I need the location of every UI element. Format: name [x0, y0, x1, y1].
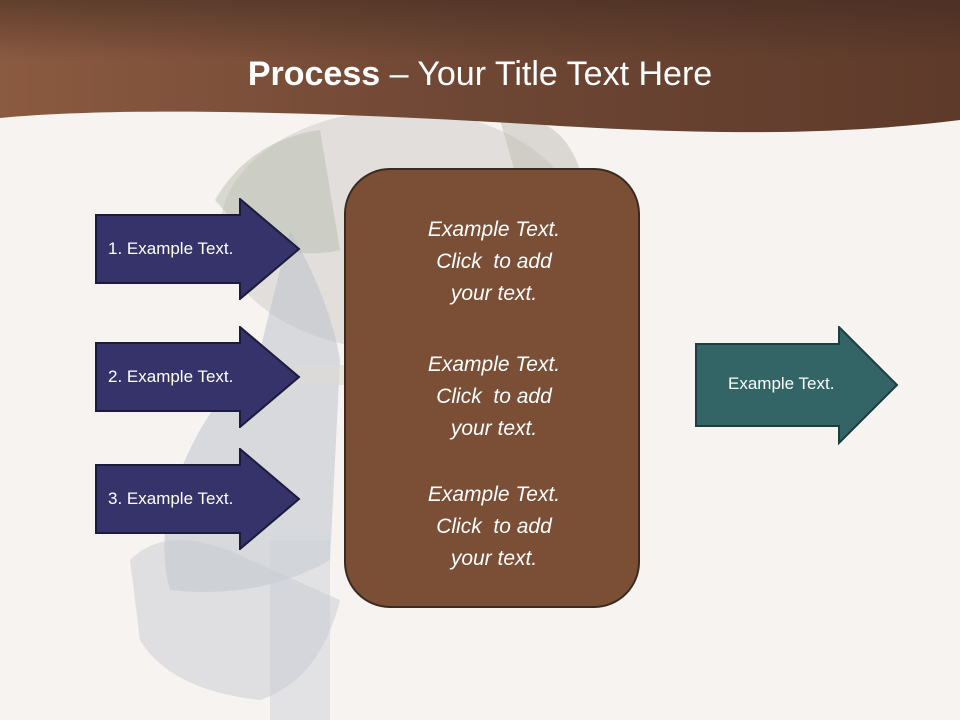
title-rest: – Your Title Text Here	[380, 55, 713, 93]
output-arrow[interactable]: Example Text.	[694, 326, 900, 446]
step-label: 3. Example Text.	[108, 489, 234, 508]
center-item-2: Example Text. Click to add your text.	[346, 349, 642, 445]
center-item-line: Example Text.	[427, 483, 561, 506]
center-item-line: Click to add	[436, 250, 552, 273]
right-arrow-shape	[695, 326, 899, 446]
center-item-1: Example Text. Click to add your text.	[346, 214, 642, 310]
step-label: 2. Example Text.	[108, 367, 234, 386]
right-arrow-shape	[95, 326, 301, 428]
step-arrow-2[interactable]: 2. Example Text.	[94, 326, 302, 428]
title-bold: Process	[247, 55, 381, 93]
center-item-line: Example Text.	[427, 218, 561, 241]
center-item-line: Click to add	[436, 385, 552, 408]
center-item-line: Click to add	[436, 515, 552, 538]
center-item-line: your text.	[450, 417, 538, 440]
output-label: Example Text.	[728, 374, 835, 393]
step-arrow-1[interactable]: 1. Example Text.	[94, 198, 302, 300]
center-item-line: Example Text.	[427, 353, 561, 376]
right-arrow-shape	[95, 198, 301, 300]
right-arrow-shape	[95, 448, 301, 550]
center-text-box[interactable]: Example Text. Click to add your text. Ex…	[344, 168, 640, 608]
center-item-line: your text.	[450, 547, 538, 570]
step-arrow-3[interactable]: 3. Example Text.	[94, 448, 302, 550]
center-item-3: Example Text. Click to add your text.	[346, 479, 642, 575]
step-label: 1. Example Text.	[108, 239, 234, 258]
center-item-line: your text.	[450, 282, 538, 305]
slide-title: Process – Your Title Text Here	[0, 52, 960, 96]
